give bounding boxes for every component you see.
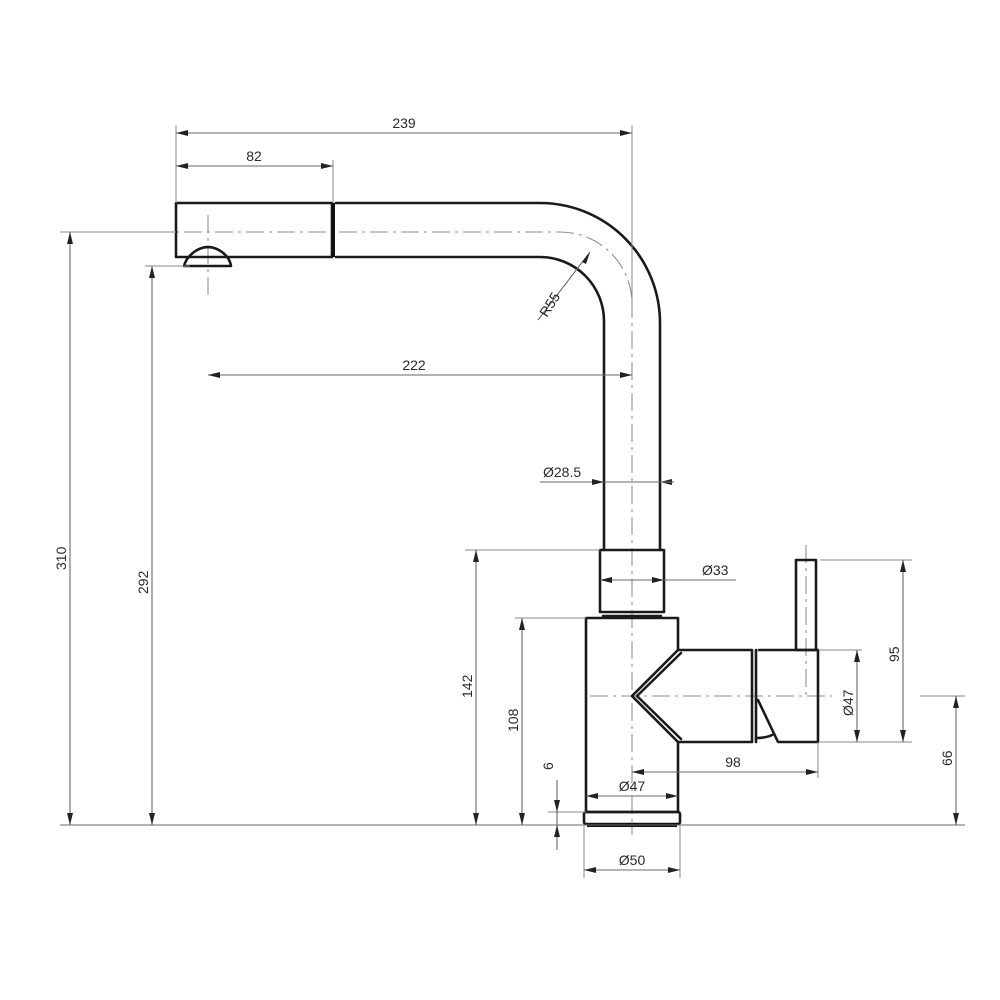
label-bend-radius: R55 bbox=[536, 289, 563, 319]
dim-lever-reach: 98 bbox=[632, 754, 818, 775]
dim-base-ring-height: 6 bbox=[540, 762, 560, 850]
dim-reach-to-outlet: 222 bbox=[208, 357, 632, 378]
dim-tube-diameter: Ø28.5 bbox=[540, 464, 674, 485]
dim-lever-housing-diameter: Ø47 bbox=[840, 650, 860, 742]
lever-cap-curve bbox=[754, 733, 774, 740]
handle-stem bbox=[794, 558, 818, 652]
label-lever-axis-height: 66 bbox=[939, 750, 955, 766]
label-base-diameter: Ø50 bbox=[619, 852, 646, 868]
dim-neck-top-height: 142 bbox=[459, 550, 479, 825]
dim-head-length: 82 bbox=[176, 148, 333, 169]
cone-inner-upper bbox=[635, 651, 683, 698]
label-overall-height: 310 bbox=[53, 546, 69, 570]
label-body-height: 108 bbox=[505, 708, 521, 732]
faucet-outline bbox=[174, 201, 820, 827]
label-reach-to-outlet: 222 bbox=[402, 357, 426, 373]
dim-body-height: 108 bbox=[505, 618, 525, 825]
dim-base-diameter: Ø50 bbox=[584, 852, 680, 873]
dim-neck-diameter: Ø33 bbox=[600, 562, 736, 583]
lever-sleeve bbox=[676, 648, 754, 744]
label-overall-reach: 239 bbox=[392, 115, 416, 131]
dim-outlet-height: 292 bbox=[135, 266, 155, 825]
neck-collar bbox=[598, 548, 666, 614]
aerator-outlet bbox=[182, 245, 233, 268]
spout-centerline bbox=[60, 231, 633, 305]
label-lever-reach: 98 bbox=[725, 754, 741, 770]
cone-inner-lower bbox=[635, 694, 683, 741]
extension-lines bbox=[145, 125, 965, 878]
dim-overall-height: 310 bbox=[53, 231, 176, 825]
spout-outer-contour bbox=[334, 201, 662, 552]
label-neck-diameter: Ø33 bbox=[702, 562, 729, 578]
dim-overall-reach: 239 bbox=[176, 115, 632, 136]
dim-handle-height: 95 bbox=[886, 560, 906, 742]
label-handle-height: 95 bbox=[886, 646, 902, 662]
label-base-ring-height: 6 bbox=[540, 762, 556, 770]
spout-inner-contour bbox=[334, 255, 606, 552]
label-tube-diameter: Ø28.5 bbox=[543, 464, 581, 480]
label-outlet-height: 292 bbox=[135, 570, 151, 594]
center-lines bbox=[60, 215, 832, 835]
pullout-head bbox=[174, 201, 334, 259]
label-lever-housing-diameter: Ø47 bbox=[840, 689, 856, 716]
label-head-length: 82 bbox=[246, 148, 262, 164]
dim-body-diameter: Ø47 bbox=[586, 778, 678, 799]
label-neck-top-height: 142 bbox=[459, 674, 475, 698]
label-body-diameter: Ø47 bbox=[619, 778, 646, 794]
dim-lever-axis-height: 66 bbox=[939, 696, 959, 825]
